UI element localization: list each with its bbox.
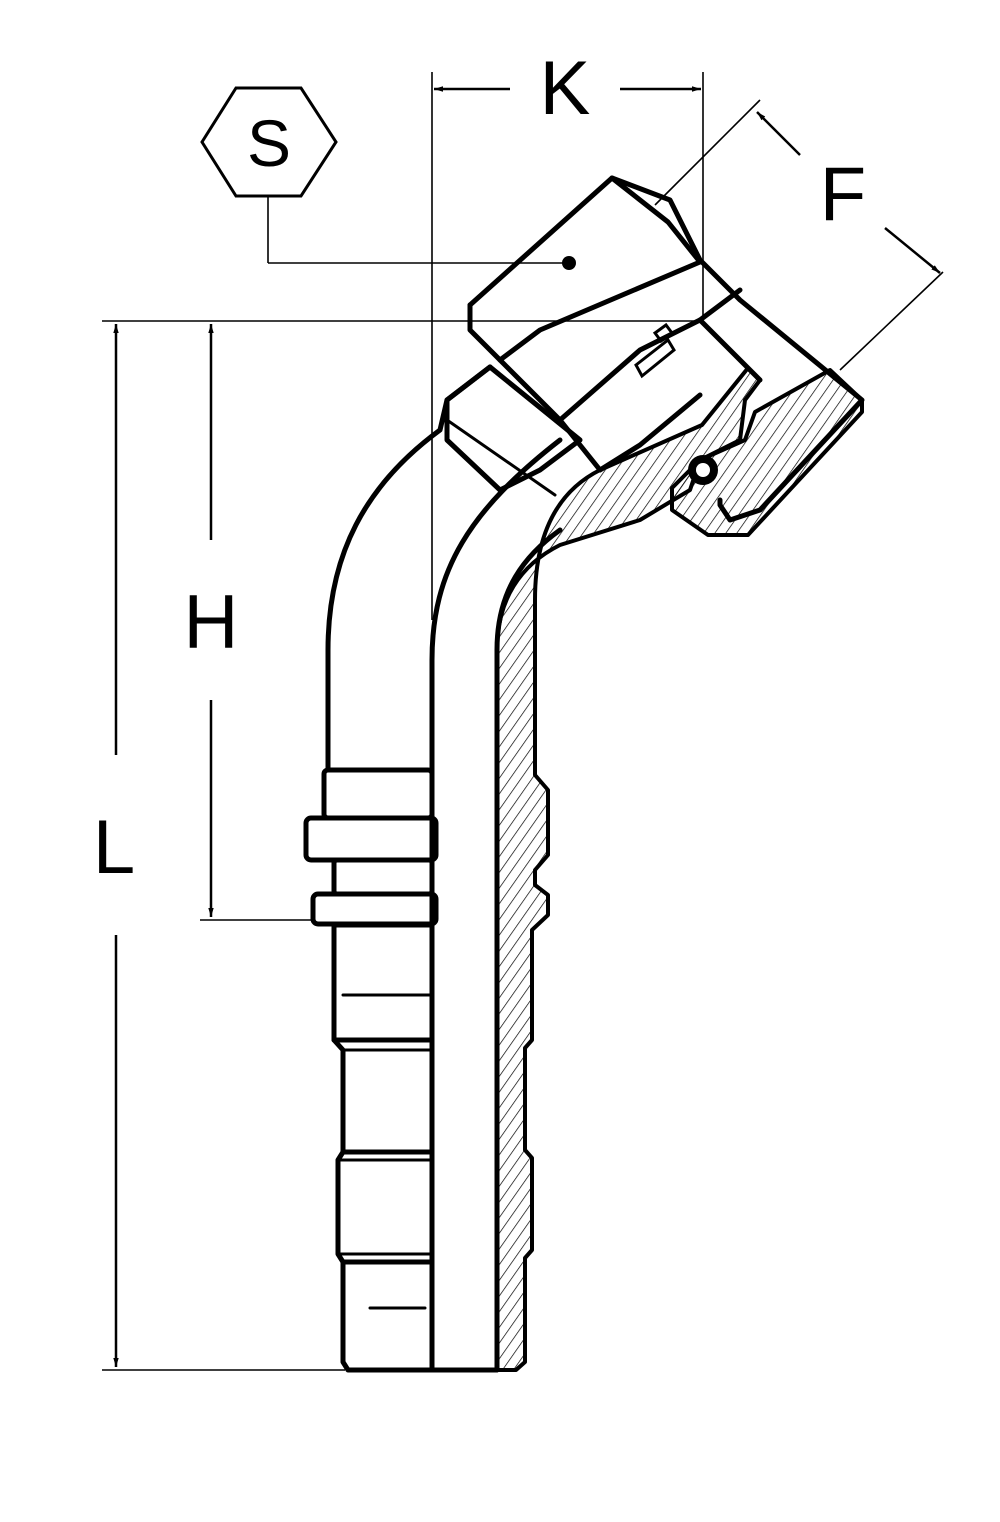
f-dimension-arrow-lower [884, 227, 941, 274]
dimension-lines [102, 72, 944, 1371]
fitting-body [303, 175, 865, 1373]
s-leader-dot [562, 256, 576, 270]
neck-collar [444, 364, 583, 493]
hose-barbs [331, 768, 435, 1310]
h-dimension-label: H [184, 580, 239, 665]
hexagon-wrench-size-icon [200, 86, 338, 198]
swivel-nut [467, 175, 865, 523]
f-dimension-label: F [820, 152, 866, 237]
collar-rings [303, 767, 439, 927]
f-dimension-arrow-upper [756, 111, 801, 156]
bore-inner-wall [494, 527, 563, 1373]
section-wall-hatch [495, 366, 762, 1372]
dimension-arrows [113, 86, 941, 1367]
tube-outer-contour [325, 364, 500, 1373]
tube-bore-line [429, 437, 563, 1373]
s-dimension-label: S [247, 106, 291, 180]
k-dimension-label: K [540, 46, 591, 131]
o-ring-highlight [696, 463, 710, 477]
l-dimension-label: L [93, 805, 135, 890]
